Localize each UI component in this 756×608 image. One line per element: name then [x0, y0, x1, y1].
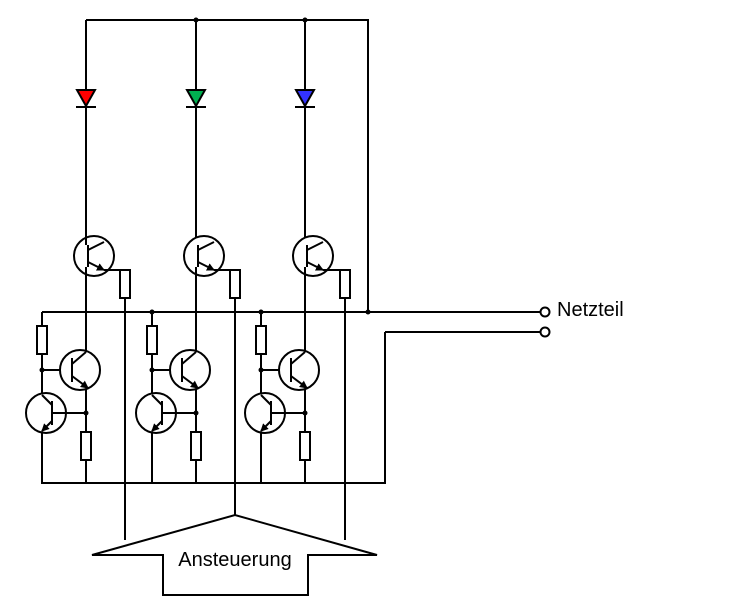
- transistor-t2-red: [59, 349, 101, 391]
- control-block[interactable]: Ansteuerung: [91, 513, 378, 596]
- supply-lines: [41, 311, 540, 484]
- base-resistor-green: [229, 269, 241, 299]
- netzteil-terminal-minus[interactable]: [539, 326, 551, 338]
- transistor-t2-green: [169, 349, 211, 391]
- control-label: Ansteuerung: [178, 549, 291, 571]
- sense-resistor-red: [80, 431, 92, 461]
- led-green: [185, 89, 207, 109]
- resistor-r1-blue: [255, 325, 267, 355]
- channel-red: [25, 20, 131, 540]
- netzteil-terminal-plus[interactable]: [539, 306, 551, 318]
- base-resistor-blue: [339, 269, 351, 299]
- channel-blue: [244, 20, 351, 540]
- sense-resistor-green: [190, 431, 202, 461]
- channel-green: [135, 20, 241, 515]
- resistor-r1-green: [146, 325, 158, 355]
- led-red: [75, 89, 97, 109]
- resistor-r1-red: [36, 325, 48, 355]
- netzteil-label: Netzteil: [557, 299, 624, 321]
- sense-resistor-blue: [299, 431, 311, 461]
- base-resistor-red: [119, 269, 131, 299]
- led-blue: [294, 89, 316, 109]
- transistor-t2-blue: [278, 349, 320, 391]
